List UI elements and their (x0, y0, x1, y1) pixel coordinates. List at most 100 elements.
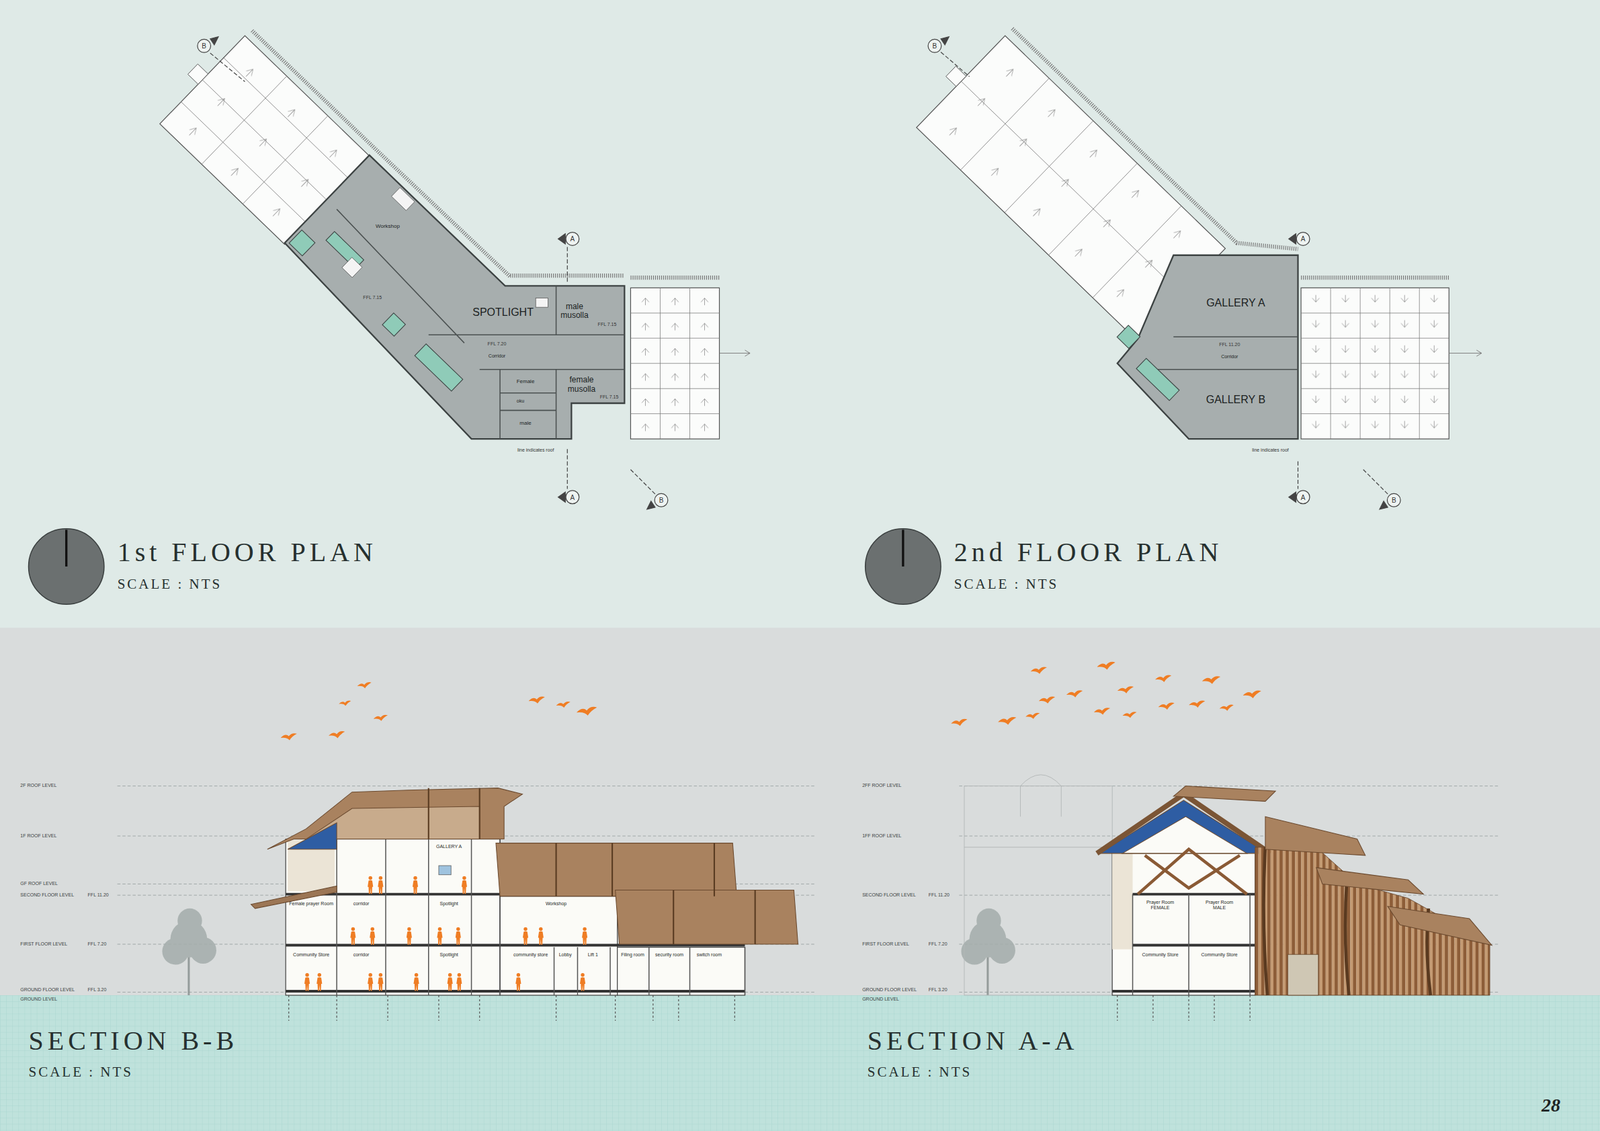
interior-wall (336, 208, 625, 439)
scale-note: SCALE : NTS (867, 1064, 973, 1080)
timber-screen (1316, 867, 1424, 894)
person-figure (316, 973, 322, 991)
drawing-title: 1st FLOOR PLAN (117, 537, 377, 568)
plan-note: FFL 11.20 (1218, 342, 1240, 348)
roof-grid (188, 63, 209, 84)
bird-figure (356, 682, 371, 689)
tree (986, 954, 989, 996)
section-building (285, 839, 500, 996)
person-figure (304, 973, 310, 991)
person-figure (413, 973, 419, 991)
furniture (342, 257, 363, 278)
room-label-box: security room (653, 951, 686, 959)
drawing-title: SECTION B-B (28, 1026, 239, 1056)
room-label-box: Corridor (1219, 354, 1240, 361)
bird-figure (1038, 696, 1056, 703)
section-marker (210, 36, 219, 46)
room-label-box: Community Store (1140, 951, 1181, 959)
person-figure (456, 973, 462, 991)
bird-figure (1202, 676, 1221, 685)
room-name: switch room (696, 952, 722, 958)
tree (187, 954, 190, 996)
section-building (1112, 894, 1256, 992)
room-name: male musolla (557, 302, 593, 320)
timber-screen (1265, 816, 1366, 856)
room-name: Workshop (375, 223, 400, 230)
person-figure (377, 876, 384, 894)
section-marker (1296, 490, 1310, 504)
tree (960, 938, 988, 965)
room-label-box: oku (514, 397, 526, 405)
room-name: GALLERY A (436, 844, 463, 851)
section-marker (940, 36, 949, 46)
ghost-building (964, 786, 1113, 996)
level-label: FFL 11.20 (928, 892, 950, 898)
room-name: Community Store (1141, 952, 1179, 958)
scale-note: SCALE : NTS (954, 577, 1060, 593)
floor-slab (284, 155, 625, 439)
furniture (391, 187, 416, 211)
level-label: FFL 3.20 (88, 987, 107, 993)
room-name: male (519, 420, 532, 427)
section-roof (615, 890, 799, 945)
section-marker (197, 38, 212, 53)
tree (189, 936, 216, 963)
section-marker (647, 501, 656, 510)
bird-figure (556, 701, 571, 708)
level-label: FIRST FLOOR LEVEL (862, 941, 910, 947)
bird-figure (1243, 690, 1262, 699)
sheet-background (0, 0, 1600, 629)
bird-figure (1096, 661, 1115, 670)
person-figure (515, 973, 521, 991)
person-figure (369, 927, 375, 945)
room-name: security room (655, 952, 685, 958)
drawing-title: 2nd FLOOR PLAN (954, 537, 1224, 568)
section-marker-letter: A (1300, 235, 1306, 243)
section-roof (251, 885, 338, 908)
page-number: 28 (1541, 1094, 1561, 1116)
pile-foundation (288, 995, 736, 1021)
room-label-box: corridor (352, 951, 371, 959)
room-name: Community Store (1200, 952, 1238, 958)
room-label-box: Community Store (1199, 951, 1240, 959)
section-marker-letter: B (659, 496, 664, 504)
tree (988, 936, 1015, 963)
railing (1012, 28, 1449, 279)
room-name: Filing room (620, 952, 645, 958)
stair-core (1116, 325, 1140, 349)
level-label: SECOND FLOOR LEVEL (862, 892, 916, 898)
room-name: corridor (353, 952, 370, 958)
room-label-box: Prayer Room FEMALE (1143, 899, 1178, 911)
timber-screen (1387, 906, 1492, 946)
section-marker-letter: A (570, 235, 576, 243)
level-label: 1FF ROOF LEVEL (862, 833, 902, 839)
room-name: Workshop (545, 901, 568, 908)
plan-note: line indicates roof (517, 447, 554, 453)
plan-note: FFL 7.15 (600, 394, 619, 400)
floor-slab (1117, 255, 1299, 439)
room-label-box: community store (512, 951, 550, 959)
level-label: 2F ROOF LEVEL (20, 782, 57, 789)
level-label: GROUND LEVEL (20, 996, 58, 1002)
person-figure (350, 927, 356, 945)
timber-screen (1287, 954, 1319, 996)
section-marker (940, 51, 1388, 494)
bird-figure (280, 661, 1262, 741)
level-label: 1F ROOF LEVEL (20, 833, 57, 839)
room-label-box: Lift 1 (585, 951, 600, 959)
room-name: SPOTLIGHT (472, 306, 534, 319)
plan-note: FFL 7.15 (598, 321, 617, 328)
room-name: corridor (353, 901, 370, 908)
room-label-box: GALLERY A (1204, 296, 1267, 310)
bird-figure (328, 731, 345, 738)
person-figure (406, 927, 412, 945)
level-label: FFL 7.20 (88, 941, 107, 947)
section-marker (1288, 233, 1297, 244)
sheet-background (0, 995, 1600, 1131)
pile-foundation (288, 995, 1250, 1021)
person-figure (304, 876, 1236, 992)
level-label: GROUND FLOOR LEVEL (862, 987, 917, 993)
section-marker-letter: B (1391, 496, 1397, 504)
room-label-box: Female (515, 378, 537, 386)
bird-figure (1157, 702, 1174, 710)
